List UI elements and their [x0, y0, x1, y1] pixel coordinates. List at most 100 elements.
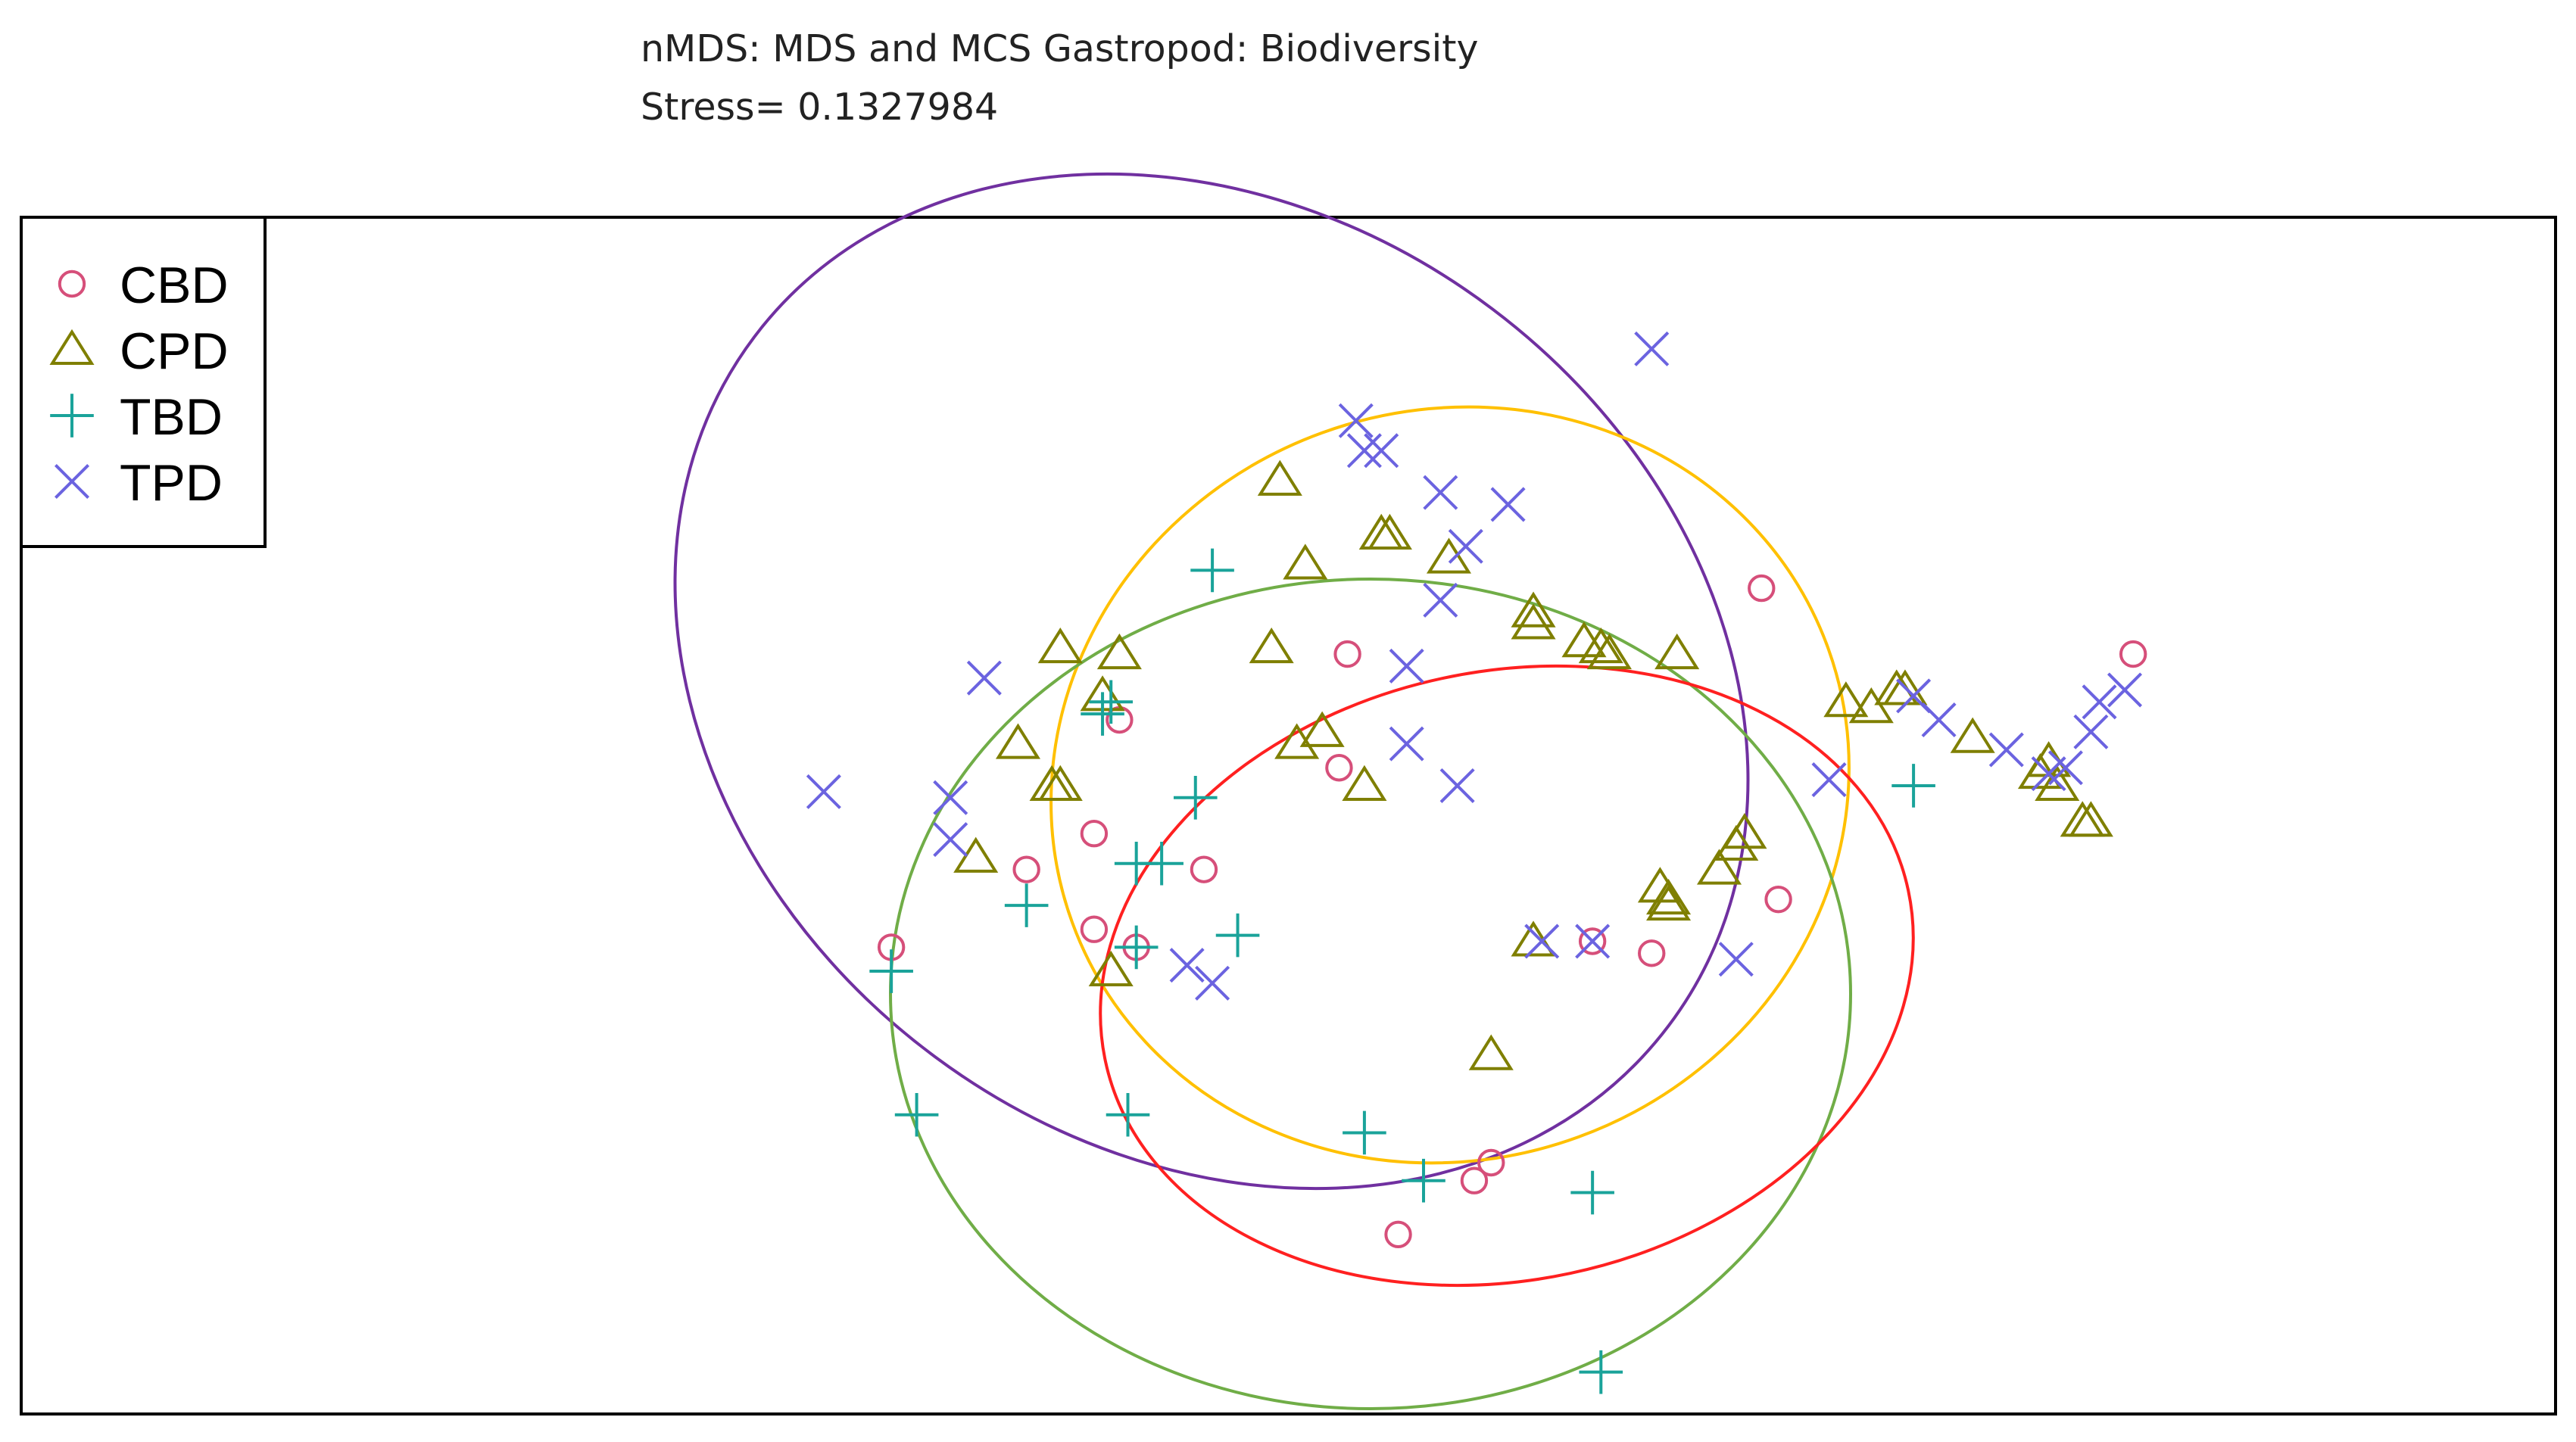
point-cpd — [1249, 627, 1294, 664]
legend-label-tbd: TBD — [120, 388, 223, 446]
point-cpd — [1511, 603, 1556, 640]
point-tbd — [1215, 913, 1260, 958]
point-cpd — [1096, 633, 1142, 670]
point-tbd — [1004, 883, 1049, 927]
point-cbd — [1748, 574, 1776, 603]
point-cbd — [1190, 855, 1218, 883]
point-tpd — [1169, 948, 1205, 983]
point-tbd — [1114, 841, 1159, 886]
legend: CBD CPD TBD TPD — [20, 216, 267, 548]
point-tpd — [2082, 684, 2117, 720]
legend-marker-tpd — [54, 463, 90, 500]
point-tbd — [1081, 692, 1124, 736]
point-tpd — [1439, 768, 1475, 803]
chart-subtitle: Stress= 0.1327984 — [641, 86, 999, 129]
chart-title-block: nMDS: MDS and MCS Gastropod: Biodiversit… — [641, 20, 1479, 136]
point-tpd — [1490, 487, 1526, 522]
point-tpd — [933, 780, 968, 815]
point-cbd — [1080, 915, 1109, 943]
point-cpd — [1848, 687, 1894, 724]
point-cpd — [1274, 723, 1320, 759]
point-tpd — [1811, 762, 1847, 798]
point-tpd — [1921, 702, 1957, 738]
legend-marker-cbd — [58, 269, 86, 298]
point-tpd — [2107, 672, 2143, 708]
point-cpd — [1283, 543, 1328, 580]
point-cbd — [1764, 885, 1792, 914]
point-cpd — [1654, 633, 1700, 670]
point-tbd — [869, 949, 913, 993]
point-tpd — [933, 822, 968, 858]
point-cbd — [1384, 1220, 1412, 1249]
point-cbd — [1333, 640, 1361, 668]
point-tpd — [1195, 965, 1230, 1001]
legend-marker-tbd — [50, 394, 94, 438]
point-tpd — [1364, 433, 1399, 469]
ellipses-layer — [673, 172, 1915, 1410]
point-tbd — [1343, 1110, 1386, 1155]
legend-marker-cpd — [49, 329, 95, 365]
point-tpd — [2073, 714, 2109, 749]
point-cpd — [1257, 459, 1302, 496]
point-cpd — [1696, 849, 1742, 885]
point-cpd — [1511, 591, 1556, 628]
point-cpd — [1342, 765, 1387, 801]
point-cpd — [1950, 717, 1995, 753]
point-cpd — [1037, 765, 1083, 801]
point-cbd — [1325, 754, 1353, 782]
point-cpd — [1299, 711, 1345, 747]
point-cpd — [1722, 813, 1767, 849]
point-tpd — [1423, 475, 1458, 510]
point-tpd — [1634, 331, 1670, 366]
point-tbd — [894, 1092, 939, 1137]
point-tbd — [1402, 1158, 1445, 1203]
point-tbd — [1579, 1350, 1623, 1394]
point-tpd — [1448, 528, 1483, 564]
plot-area — [20, 172, 2557, 1416]
point-cpd — [2035, 765, 2080, 801]
point-cpd — [1468, 1034, 1514, 1070]
point-cpd — [1586, 633, 1632, 670]
point-cbd — [2119, 640, 2147, 668]
point-cbd — [1012, 855, 1040, 883]
point-cpd — [1578, 627, 1623, 664]
point-tpd — [1524, 923, 1560, 959]
point-tbd — [1891, 764, 1935, 808]
ellipse-cbd — [1099, 664, 1915, 1288]
point-cpd — [1823, 681, 1869, 718]
point-cpd — [1367, 513, 1412, 550]
ellipse-tbd — [889, 578, 1852, 1410]
point-tpd — [966, 660, 1002, 696]
point-tpd — [806, 774, 841, 809]
point-tbd — [1106, 1092, 1150, 1137]
point-tbd — [1089, 680, 1134, 724]
point-tpd — [1389, 726, 1424, 761]
ellipse-cpd — [1049, 405, 1851, 1165]
legend-label-cbd: CBD — [120, 257, 229, 314]
plot-frame — [20, 216, 2557, 1416]
point-tbd — [1114, 925, 1159, 970]
point-cbd — [1578, 927, 1607, 955]
point-cpd — [1646, 879, 1692, 915]
point-tpd — [1346, 433, 1382, 469]
point-cpd — [1037, 627, 1083, 664]
point-cpd — [1088, 950, 1134, 987]
chart-title: nMDS: MDS and MCS Gastropod: Biodiversit… — [641, 27, 1479, 70]
points-layer — [806, 331, 2147, 1394]
point-tbd — [1190, 548, 1234, 593]
point-cpd — [1426, 537, 1472, 574]
point-tpd — [1988, 732, 2024, 768]
point-tpd — [1575, 923, 1611, 959]
point-cbd — [1638, 939, 1666, 967]
legend-label-tpd: TPD — [120, 454, 223, 512]
point-tbd — [1570, 1170, 1614, 1215]
point-tpd — [1389, 648, 1424, 684]
point-cbd — [1477, 1148, 1505, 1177]
point-tpd — [2047, 750, 2083, 786]
point-cpd — [995, 723, 1041, 759]
ellipse-tpd — [673, 172, 1750, 1191]
legend-label-cpd: CPD — [120, 322, 229, 380]
point-tpd — [1423, 582, 1458, 618]
point-cpd — [1646, 884, 1692, 921]
